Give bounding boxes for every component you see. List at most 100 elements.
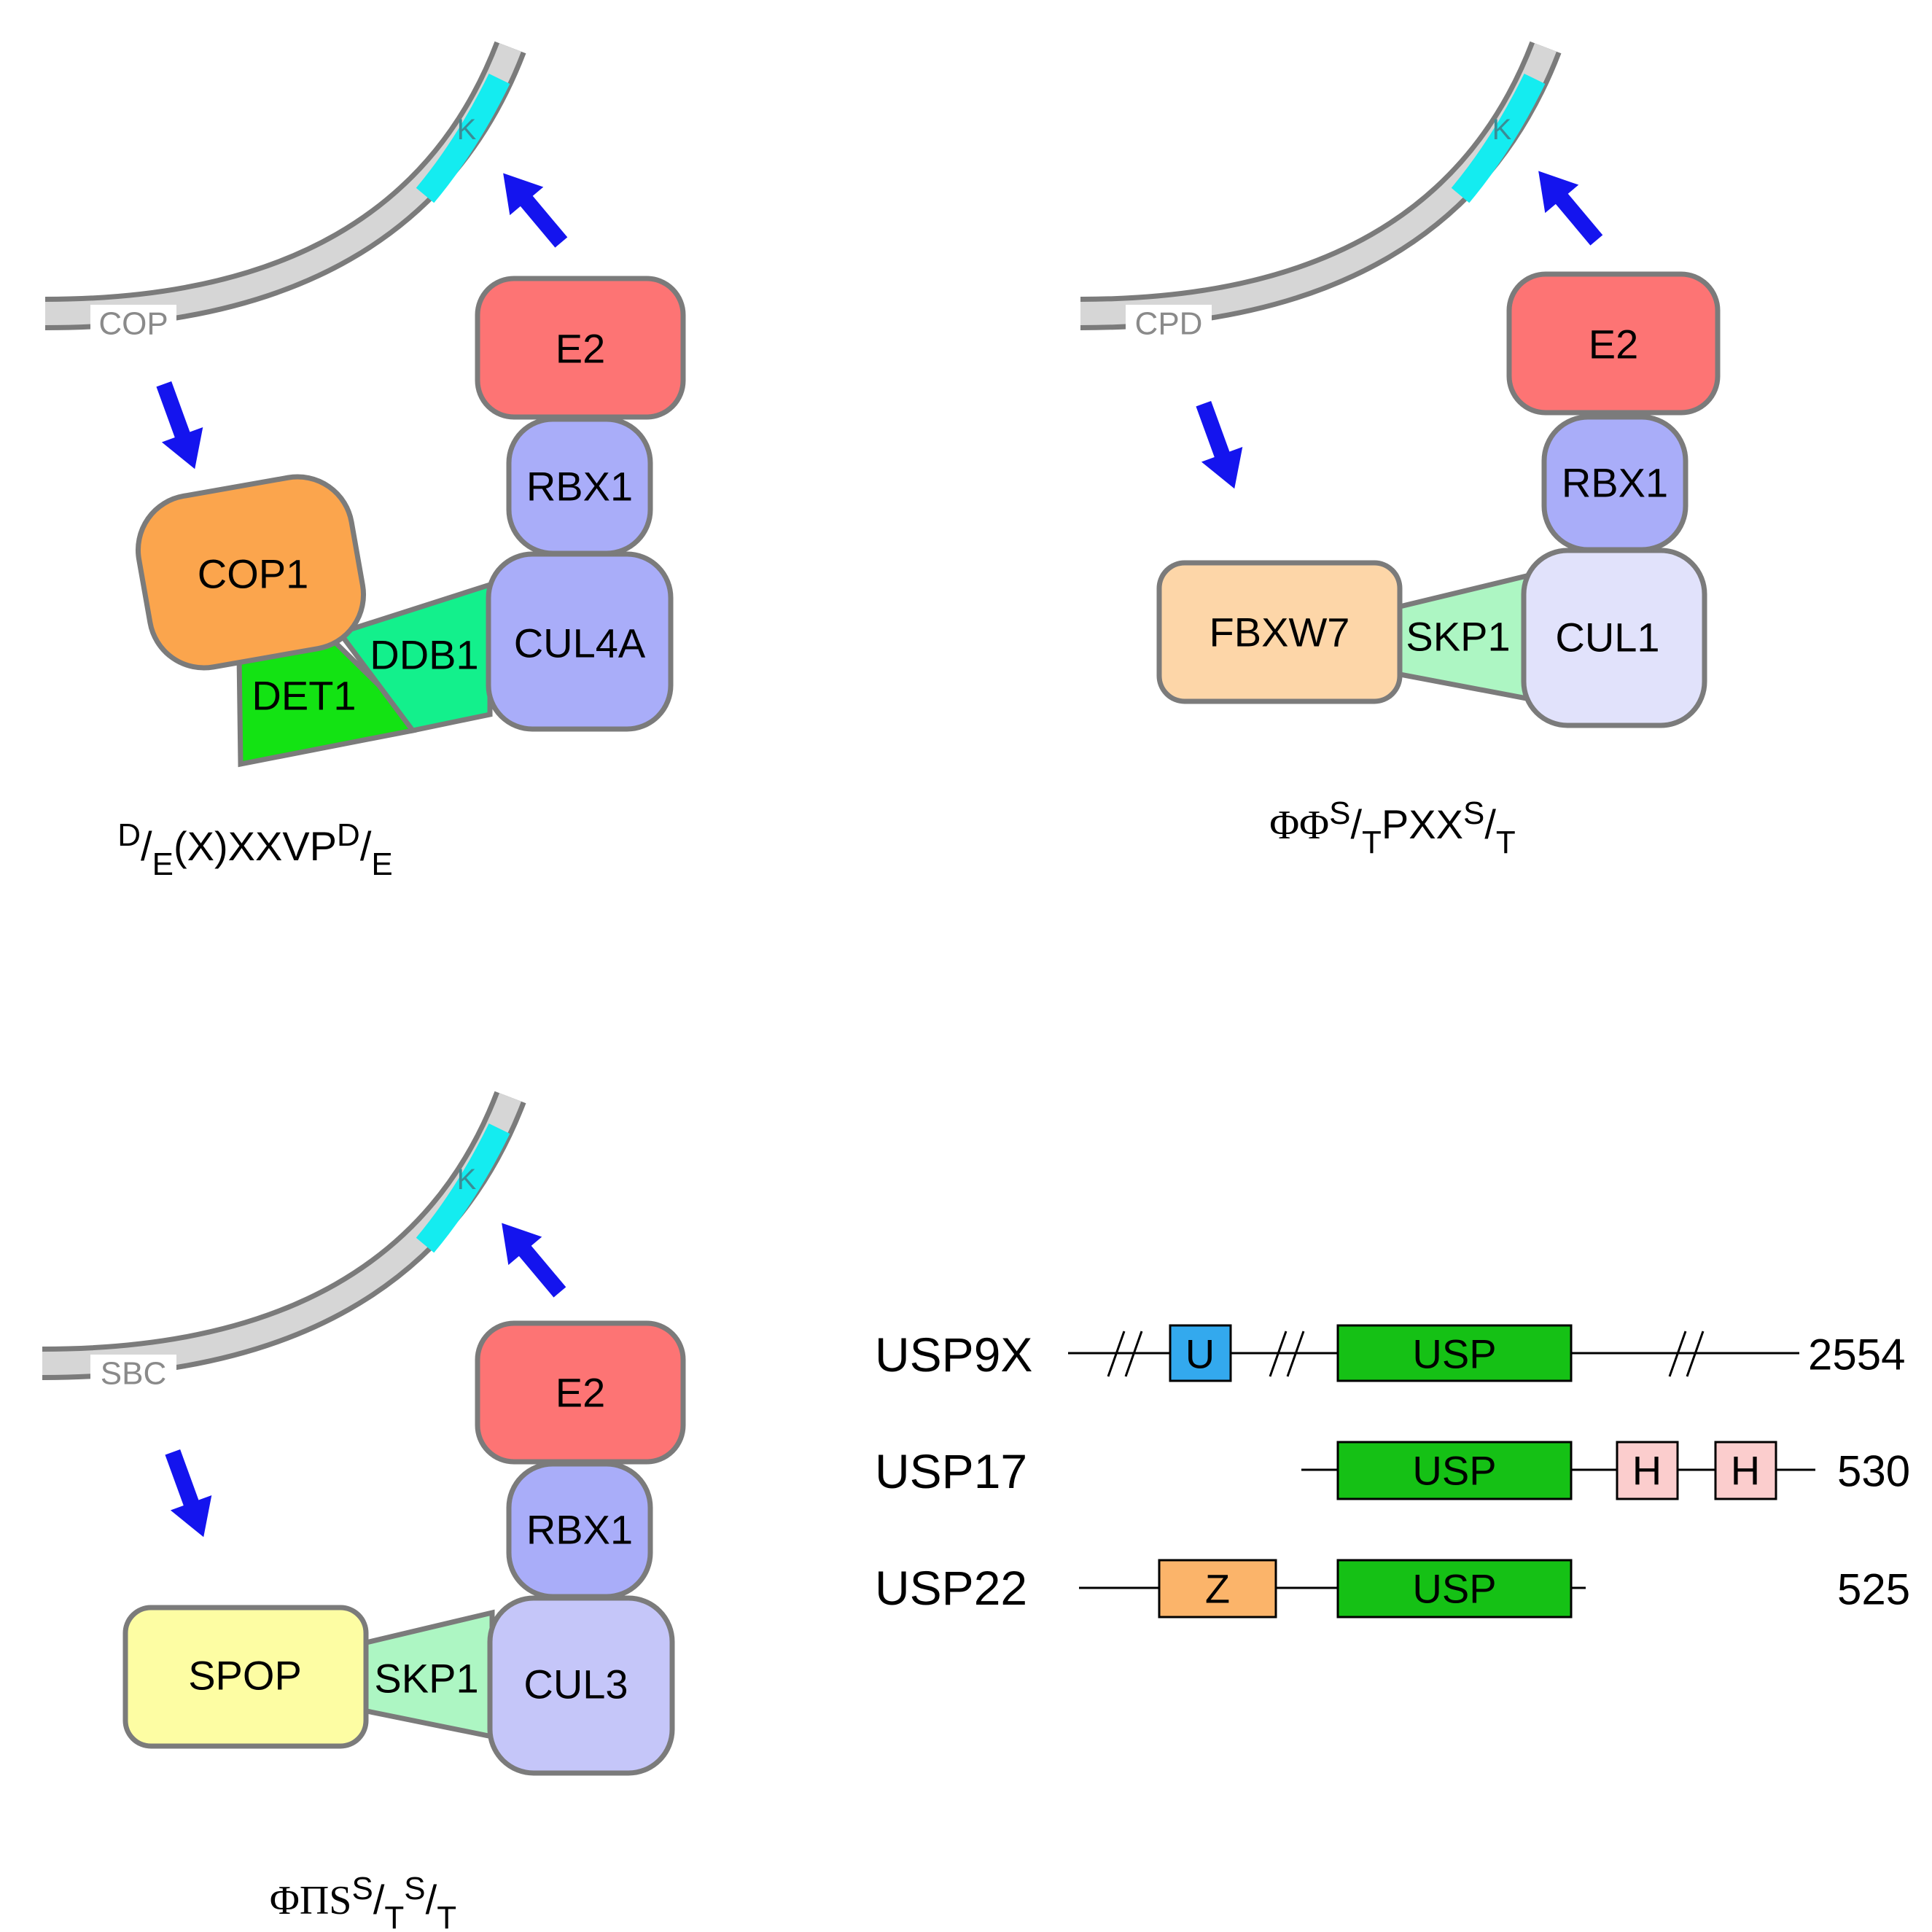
rbx1-box-b [1541,414,1688,553]
motif-c-sub1: T [384,1900,404,1932]
panel-c: K SBC SKP1 SPOP CUL3 RBX1 E2 ΦΠSS/TS/T [42,1091,686,1932]
domain-h2-usp17 [1714,1441,1777,1500]
lysine-label-a: K [457,114,477,146]
panel-b: K CPD SKP1 FBXW7 CUL1 RBX1 E2 ΦΦS/TPXXS/… [1080,41,1721,860]
skp1-label-b: SKP1 [1406,614,1510,660]
arrow-down-b [1183,396,1255,496]
domain-usp-usp22-label: USP [1412,1566,1496,1612]
break-mark-usp9x-2 [1269,1331,1305,1377]
lysine-label-c: K [457,1164,477,1196]
arrow-up-a [486,159,578,257]
degron-label-b: CPD [1135,306,1203,342]
ddb1-shape [335,581,493,733]
motif-a-sub2: E [371,846,392,882]
degron-c-bg [90,1355,176,1391]
motif-b-sub2: T [1496,825,1516,860]
lysine-segment-c [416,1123,510,1253]
panel-a: K COP DET1 DDB1 COP1 CUL4A RBX1 E2 D/E(X… [44,41,686,882]
motif-c: ΦΠSS/TS/T [270,1871,456,1932]
arrow-up-b [1522,157,1613,254]
e2-box-c [475,1320,686,1465]
motif-a: D/E(X)XXVPD/E [117,817,392,882]
motif-b-sup2: S [1463,795,1484,831]
e2-label-b: E2 [1589,322,1639,367]
cul4a-label: CUL4A [514,620,646,666]
substrate-c: K SBC [42,1091,526,1392]
motif-c-lead: ΦΠS [270,1878,352,1923]
domain-usp-usp17-label: USP [1412,1448,1496,1494]
lysine-segment-a [416,73,510,203]
motif-c-slash2: / [426,1877,437,1923]
domain-h1-usp17-label: H [1632,1448,1662,1494]
domain-usp-usp9x-label: USP [1412,1331,1496,1377]
protein-usp17: USP17 USP H H 530 [875,1441,1910,1500]
panel-d: USP9X U USP 2554 USP17 [875,1324,1910,1619]
motif-b-slash1: / [1350,801,1362,847]
skp1-label-c: SKP1 [374,1656,478,1702]
break-mark-usp9x-3 [1668,1331,1705,1377]
domain-usp-usp17 [1336,1441,1573,1500]
cul1-label: CUL1 [1555,615,1659,661]
protein-length-usp9x: 2554 [1808,1331,1905,1379]
protein-usp9x: USP9X U USP 2554 [875,1324,1905,1382]
substrate-a: K COP [44,41,526,342]
arrow-down-c [152,1444,225,1545]
degron-label-a: COP [98,306,168,342]
cop1-label: COP1 [198,551,309,597]
motif-c-sub2: T [437,1900,456,1932]
domain-z-usp22 [1158,1559,1277,1619]
arrow-up-c [485,1209,577,1306]
ddb1-label: DDB1 [370,632,478,678]
motif-a-sup1: D [117,817,141,853]
rbx1-label-a: RBX1 [526,464,633,510]
protein-name-usp17: USP17 [875,1444,1027,1498]
motif-b: ΦΦS/TPXXS/T [1269,795,1516,860]
e2-box-a [475,276,686,420]
motif-a-slash2: / [360,823,372,869]
rbx1-label-c: RBX1 [526,1507,633,1553]
motif-b-sub1: T [1362,825,1382,860]
motif-a-middle: (X)XXVP [174,823,337,869]
e2-box-b [1506,271,1721,416]
protein-length-usp17: 530 [1837,1447,1910,1496]
domain-u-usp9x [1169,1324,1232,1382]
cop1-box [135,474,367,671]
protein-name-usp9x: USP9X [875,1328,1032,1382]
break-mark-usp9x-1 [1107,1331,1143,1377]
motif-b-slash2: / [1484,801,1496,847]
cul3-label: CUL3 [523,1662,628,1707]
protein-length-usp22: 525 [1837,1565,1910,1614]
domain-usp-usp22 [1336,1559,1573,1619]
motif-a-slash1: / [141,823,152,869]
domain-u-usp9x-label: U [1185,1331,1215,1377]
arrow-down-a [143,376,216,477]
rbx1-label-b: RBX1 [1562,460,1668,506]
motif-b-middle: PXX [1382,801,1463,847]
degron-a-bg [90,305,176,341]
motif-b-sup1: S [1329,795,1350,831]
fbxw7-box [1156,560,1403,704]
protein-name-usp22: USP22 [875,1561,1027,1615]
domain-h1-usp17 [1616,1441,1679,1500]
motif-b-lead: ΦΦ [1269,803,1329,848]
motif-a-sub1: E [152,846,174,882]
domain-h2-usp17-label: H [1731,1448,1760,1494]
motif-c-sup2: S [404,1871,425,1906]
e2-label-a: E2 [556,326,606,372]
lysine-segment-b [1451,73,1546,203]
motif-a-sup2: D [337,817,360,853]
det1-label: DET1 [252,673,356,719]
motif-c-slash1: / [373,1877,385,1923]
e2-label-c: E2 [556,1370,606,1416]
spop-label: SPOP [188,1653,302,1699]
fbxw7-label: FBXW7 [1210,609,1350,655]
domain-usp-usp9x [1336,1324,1573,1382]
protein-usp22: USP22 Z USP 525 [875,1559,1910,1619]
domain-z-usp22-label: Z [1205,1566,1230,1612]
motif-c-sup1: S [351,1871,373,1906]
substrate-b: K CPD [1080,41,1562,342]
spop-box [122,1605,369,1749]
degron-b-bg [1126,305,1212,341]
degron-label-c: SBC [101,1356,166,1392]
lysine-label-b: K [1492,114,1512,146]
